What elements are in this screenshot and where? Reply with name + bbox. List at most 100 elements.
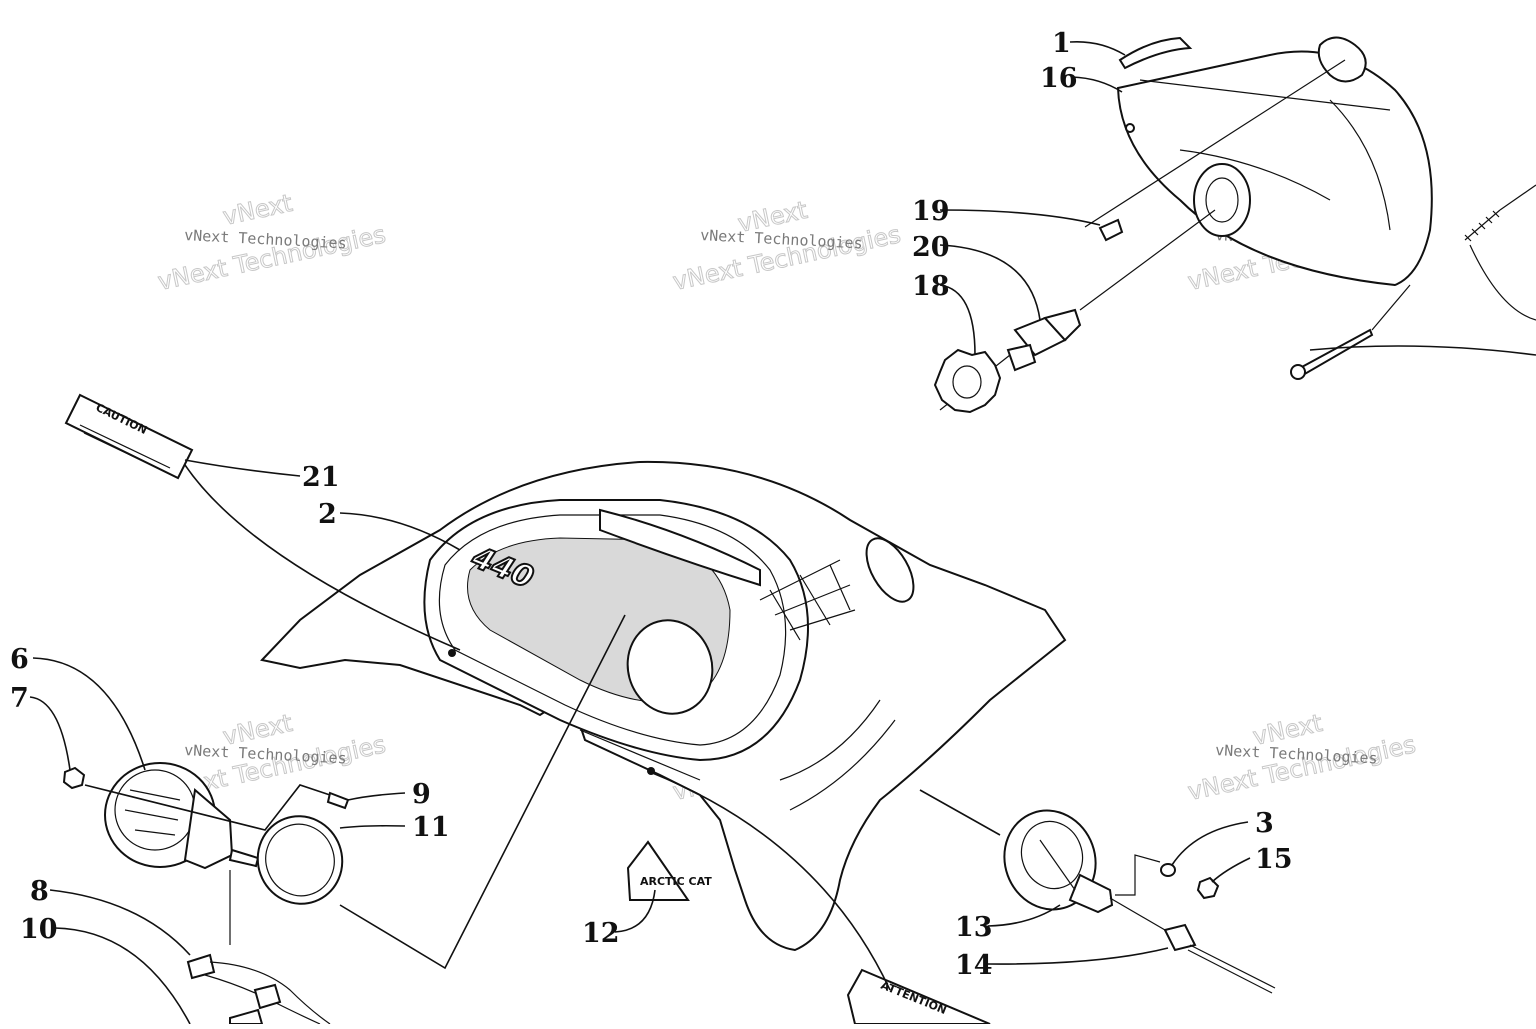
leader-13 [987, 904, 1061, 927]
choke-axis [1115, 854, 1161, 896]
callout-13: 13 [955, 912, 993, 943]
caution-fine-print [79, 424, 171, 473]
callout-19: 19 [912, 196, 950, 227]
fastener-dot [448, 649, 456, 657]
hood-edge [579, 729, 701, 781]
caution-decal: CAUTION [64, 393, 194, 480]
cable-fitting [1163, 923, 1197, 952]
arctic-cat-decal: ARCTIC CAT [626, 840, 712, 901]
leader-7 [29, 696, 71, 771]
adjuster-knob [1317, 36, 1367, 83]
watermark-top-left: vNext vNext Technologies vNext Technolog… [155, 188, 389, 296]
leader-21b [184, 464, 461, 651]
leader-6 [32, 657, 146, 771]
watermark-bottom-right: vNext vNext Technologies vNext Technolog… [1185, 708, 1419, 806]
callout-1: 1 [1052, 28, 1071, 59]
ring-hole [952, 365, 982, 399]
spring-coils [1464, 210, 1500, 242]
leader-choke-axis [919, 789, 1001, 836]
callout-6: 6 [10, 644, 29, 675]
callout-3: 3 [1255, 808, 1274, 839]
leader-16 [1071, 76, 1123, 93]
lock-nut [1196, 876, 1220, 900]
axis-line [1084, 59, 1346, 228]
grille-lines [759, 559, 856, 631]
leader-18 [939, 284, 976, 356]
choke-axis [1109, 897, 1166, 931]
small-screw [1098, 218, 1124, 242]
callout-9: 9 [412, 779, 431, 810]
screw-axis [1371, 284, 1411, 331]
housing-rim-line [1139, 79, 1391, 111]
leader-21 [184, 459, 301, 477]
callout-7: 7 [10, 683, 29, 714]
headlight-housing [1116, 50, 1433, 287]
leader-8 [49, 889, 191, 956]
bezel-ring [256, 815, 344, 905]
bulb [1006, 308, 1082, 372]
vent-slot [599, 508, 761, 587]
watermark-text: vNext [220, 189, 294, 231]
leader-11 [339, 824, 406, 829]
callout-15: 15 [1255, 844, 1293, 875]
leader-12 [614, 889, 656, 933]
leader-2 [339, 512, 461, 551]
leader-19 [939, 209, 1101, 226]
leader-11b [339, 614, 626, 970]
housing-contour [1179, 149, 1331, 201]
leader-screw [1309, 345, 1536, 356]
leader-3 [1171, 821, 1249, 866]
gauge-marks [124, 789, 181, 836]
housing-contour [1329, 99, 1391, 231]
gauge-body [183, 788, 234, 870]
console-hood: 440 [260, 460, 1067, 952]
leader-14 [987, 947, 1169, 965]
leader-7b [84, 784, 331, 831]
callout-8: 8 [30, 876, 49, 907]
callout-14: 14 [955, 950, 993, 981]
wire-curve [1469, 244, 1536, 321]
gauge-pod-inner [438, 514, 787, 746]
hood-texture [789, 719, 896, 811]
screw-head [1290, 364, 1306, 380]
mount-hole [1125, 123, 1135, 133]
arctic-cat-text: ARCTIC CAT [640, 875, 712, 888]
callout-18: 18 [912, 271, 950, 302]
side-vent [865, 537, 915, 603]
bezel-ring-inner [265, 823, 335, 897]
bulb-socket [1193, 163, 1251, 237]
bracket [1118, 36, 1193, 70]
leader-10 [54, 927, 191, 1025]
callout-12: 12 [582, 918, 620, 949]
choke-bezel-inner [1020, 820, 1084, 890]
speedometer-opening [626, 619, 714, 715]
leader-9 [347, 792, 406, 801]
callout-16: 16 [1040, 63, 1078, 94]
gauge-stud [228, 848, 260, 868]
headlight-assembly [933, 36, 1536, 414]
leader-lines [29, 40, 1536, 1025]
leader-15 [1211, 857, 1251, 883]
callout-11: 11 [412, 812, 450, 843]
callout-21: 21 [302, 462, 340, 493]
choke-cable [1189, 944, 1276, 989]
choke-cable [1187, 949, 1273, 994]
wire-harness [186, 870, 331, 1025]
nut [62, 766, 86, 790]
choke-spoke [1039, 839, 1076, 891]
leader-1 [1069, 40, 1126, 56]
washer [1160, 863, 1176, 877]
watermark-top-center: vNext vNext Technologies vNext Technolog… [670, 195, 904, 296]
spring [1464, 209, 1501, 241]
callout-labels: 1 16 19 20 18 21 2 6 7 9 11 8 10 12 3 15… [10, 28, 1293, 981]
adjust-screw [1298, 328, 1374, 377]
retaining-ring [933, 348, 1002, 414]
callout-2: 2 [318, 499, 337, 530]
gauge-bulb [326, 791, 350, 810]
hood-texture [779, 699, 881, 781]
axis-line [1079, 209, 1216, 311]
choke-knob-assembly [1003, 809, 1276, 994]
grille-lines [769, 564, 851, 641]
leader-20 [939, 244, 1041, 321]
